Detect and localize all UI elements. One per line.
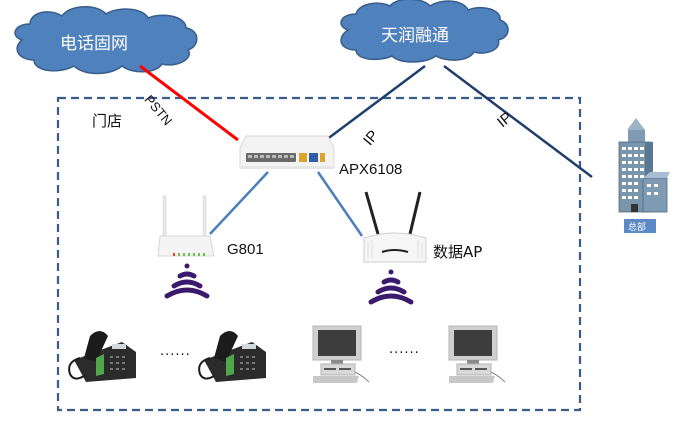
pcs-ellipsis: ...... <box>389 342 420 357</box>
wifi-icon <box>164 263 210 299</box>
headquarters-label: 总部 <box>628 223 647 233</box>
router-device-icon <box>157 195 215 257</box>
desktop-computer-icon <box>448 325 506 383</box>
access-point-label: 数据AP <box>433 243 483 261</box>
desktop-computer-icon <box>312 325 370 383</box>
pstn-cloud-label: 电话固网 <box>60 34 128 54</box>
pstn-cloud-icon <box>14 6 198 75</box>
headquarters-building-icon <box>618 118 670 233</box>
lan-link-router <box>209 171 269 235</box>
ip-cloud-label: 天润融通 <box>381 26 449 46</box>
wifi-icon <box>368 269 414 305</box>
lan-link-ap <box>316 171 364 237</box>
gateway-device-icon <box>239 135 335 169</box>
router-label: G801 <box>227 241 264 258</box>
gateway-label: APX6108 <box>339 161 403 178</box>
ip-phone-icon <box>198 331 266 382</box>
ip-phone-icon <box>68 331 136 382</box>
phones-ellipsis: ...... <box>160 344 191 359</box>
ip-cloud-icon <box>340 0 509 63</box>
store-boundary <box>56 96 582 412</box>
ip-link-gateway <box>325 64 426 142</box>
pstn-link <box>139 64 239 142</box>
access-point-device-icon <box>363 191 427 263</box>
store-label: 门店 <box>92 112 123 130</box>
ip-link-headquarters <box>443 65 593 178</box>
